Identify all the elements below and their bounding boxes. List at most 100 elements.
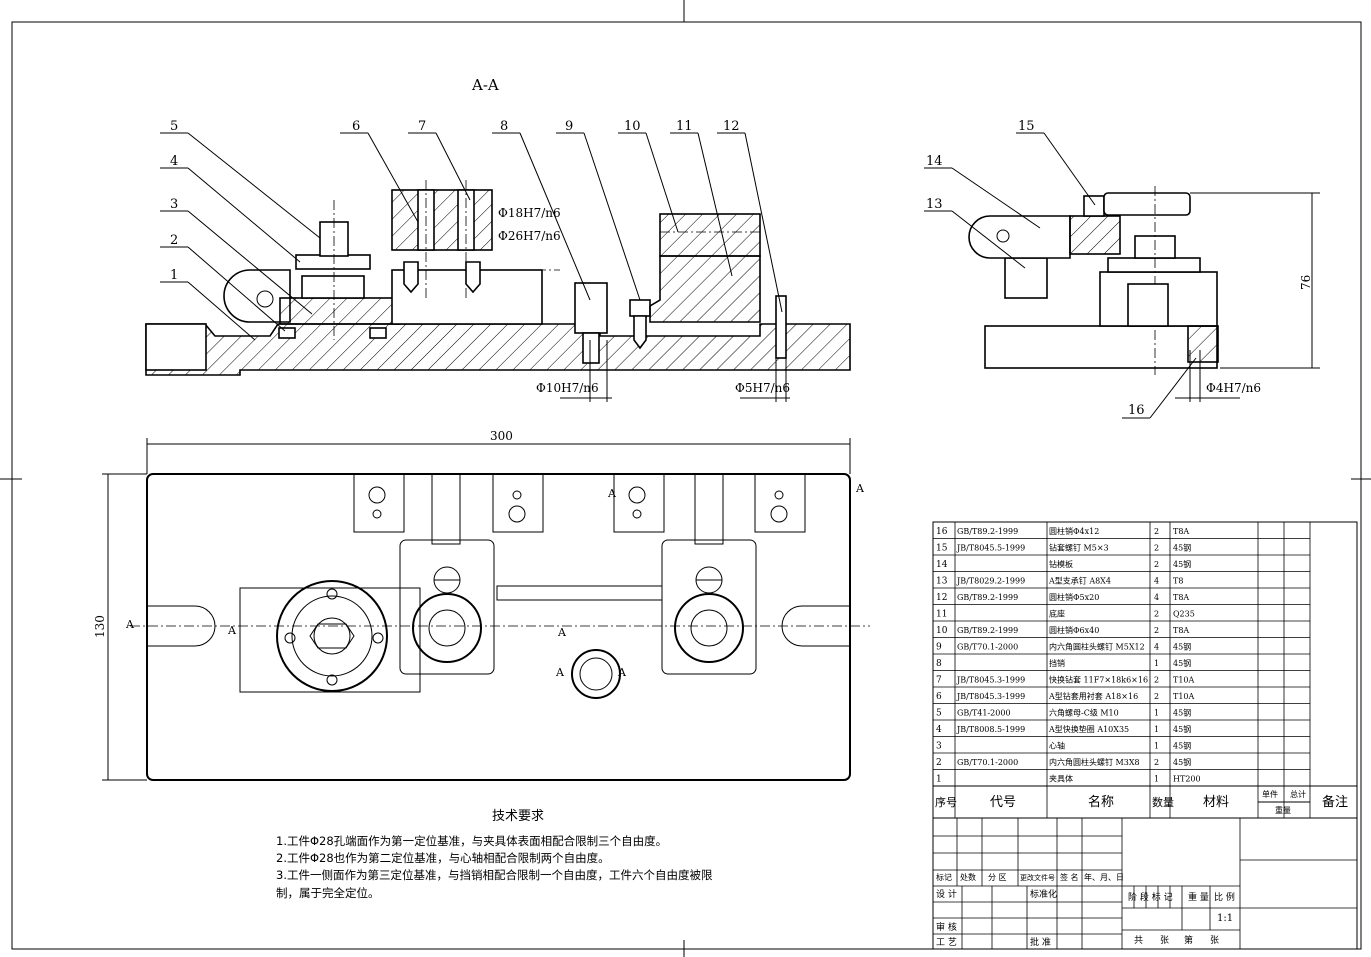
bom-cell-no: 15 (936, 544, 948, 554)
bom-cell-mat: T8A (1173, 593, 1189, 602)
bom-cell-qty: 4 (1154, 593, 1159, 602)
bom-cell-name: 内六角圆柱头螺钉 M5X12 (1049, 642, 1145, 652)
bom-cell-qty: 1 (1154, 725, 1159, 734)
tb-scale-val: 1:1 (1217, 913, 1233, 924)
bom-cell-no: 5 (936, 709, 942, 719)
tech-req-line-1: 1.工件Φ28孔端面作为第一定位基准，与夹具体表面相配合限制三个自由度。 (276, 834, 667, 848)
tb-design: 设 计 (936, 888, 957, 900)
bom-header-weight: 重量 (1275, 805, 1291, 815)
bom-cell-mat: T8A (1173, 626, 1189, 635)
bom-cell-qty: 2 (1154, 626, 1159, 635)
bom-header-remark: 备注 (1322, 794, 1348, 810)
tb-sheet-unit: 张 (1160, 935, 1169, 946)
bom-cell-name: A型支承钉 A8X4 (1048, 576, 1111, 586)
part-number-9: 9 (565, 119, 573, 134)
side-view: Φ4H7/n6 76 15 14 13 16 (924, 119, 1320, 419)
tech-requirements: 技术要求 1.工件Φ28孔端面作为第一定位基准，与夹具体表面相配合限制三个自由度… (276, 809, 713, 900)
bom-cell-code: GB/T70.1-2000 (957, 758, 1018, 767)
dim-76: 76 (1299, 275, 1313, 290)
bom-cell-mat: 45钢 (1173, 757, 1191, 767)
fit-26-label: Φ26H7/n6 (498, 229, 561, 243)
bom-cell-mat: 45钢 (1173, 559, 1191, 569)
bom-header-total: 总计 (1290, 789, 1306, 799)
part-number-4: 4 (170, 154, 178, 169)
section-mark-3: A (555, 666, 565, 679)
fit-5-label: Φ5H7/n6 (735, 381, 790, 395)
tb-date: 年、月、日 (1084, 872, 1124, 882)
bom-cell-qty: 2 (1154, 676, 1159, 685)
part-number-8: 8 (500, 119, 508, 134)
fit-10-label: Φ10H7/n6 (536, 381, 599, 395)
bom-cell-name: 六角螺母-C级 M10 (1049, 708, 1119, 718)
part-number-11: 11 (676, 119, 693, 134)
tb-doc: 更改文件号 (1020, 873, 1055, 882)
bom-cell-no: 14 (936, 560, 948, 570)
tech-req-line-4: 制，属于完全定位。 (276, 886, 380, 900)
fit-4-label: Φ4H7/n6 (1206, 381, 1261, 395)
bom-cell-name: 钻模板 (1049, 559, 1073, 569)
tech-req-line-3: 3.工件一侧面作为第三定位基准，与挡销相配合限制一个自由度，工件六个自由度被限 (276, 868, 713, 882)
bom-header-single: 单件 (1262, 789, 1278, 799)
bom-cell-code: JB/T8029.2-1999 (956, 577, 1025, 586)
tb-count: 处数 (960, 872, 976, 882)
top-view: 300 130 (93, 429, 870, 781)
bom-cell-no: 7 (936, 676, 942, 686)
bom-cell-qty: 1 (1154, 709, 1159, 718)
bom-cell-qty: 1 (1154, 659, 1159, 668)
bom-cell-mat: T8A (1173, 527, 1189, 536)
top-base-outline (146, 473, 851, 781)
part-number-12: 12 (723, 119, 740, 134)
bom-cell-mat: 45钢 (1173, 543, 1191, 553)
part-number-5: 5 (170, 119, 178, 134)
bom-cell-name: 钻套螺钉 M5×3 (1049, 543, 1109, 553)
dim-130: 130 (93, 615, 107, 638)
bom-cell-qty: 2 (1154, 758, 1159, 767)
bom-cell-no: 6 (936, 692, 942, 702)
bom-cell-no: 12 (936, 593, 947, 603)
bom-cell-name: 快换钻套 11F7×18k6×16 (1049, 675, 1148, 685)
bom-cell-code: GB/T89.2-1999 (957, 626, 1018, 635)
bom-cell-code: JB/T8045.3-1999 (956, 692, 1025, 701)
part-number-14: 14 (926, 154, 943, 169)
view-label: A-A (471, 76, 499, 94)
bom-cell-mat: 45钢 (1173, 658, 1191, 668)
tb-approve: 批 准 (1030, 936, 1051, 948)
bom-cell-qty: 2 (1154, 692, 1159, 701)
section-mark-5: A (607, 487, 617, 500)
bom-header-qty: 数量 (1152, 796, 1174, 809)
part-number-3: 3 (170, 197, 178, 212)
bom-cell-mat: Q235 (1173, 610, 1195, 619)
bom-header-mat: 材料 (1203, 795, 1229, 810)
part-number-7: 7 (418, 119, 426, 134)
bom-cell-mat: T8 (1173, 577, 1183, 586)
bom-cell-no: 11 (936, 610, 947, 620)
tech-req-title: 技术要求 (492, 809, 544, 824)
tb-std: 标准化 (1030, 888, 1057, 900)
bom-cell-code: GB/T41-2000 (957, 709, 1011, 718)
tb-sheets: 共 (1134, 935, 1143, 946)
bom-cell-no: 3 (936, 742, 942, 752)
bom-cell-mat: T10A (1173, 676, 1195, 685)
tech-req-line-2: 2.工件Φ28也作为第二定位基准，与心轴相配合限制两个自由度。 (276, 851, 610, 865)
tb-review: 审 核 (936, 921, 957, 933)
bom-cell-code: GB/T89.2-1999 (957, 527, 1018, 536)
bom-cell-name: 圆柱销Φ4x12 (1049, 526, 1099, 536)
bom-header-name: 名称 (1088, 794, 1114, 810)
tb-weight: 重 量 (1188, 891, 1209, 903)
bom-header-code: 代号 (990, 795, 1016, 810)
sheet-border (11, 21, 1362, 950)
bom-cell-qty: 4 (1154, 643, 1159, 652)
bom-cell-qty: 2 (1154, 544, 1159, 553)
tb-sheet-no: 第 (1184, 934, 1193, 946)
section-view: Φ10H7/n6 Φ5H7/n6 Φ18H7/n6 Φ26H7/n6 5 4 3… (145, 119, 851, 402)
bom-cell-no: 13 (936, 577, 948, 587)
bom-cell-code: GB/T70.1-2000 (957, 643, 1018, 652)
tb-zone: 分 区 (988, 873, 1007, 882)
part-number-10: 10 (624, 119, 641, 134)
tb-stage: 阶 段 标 记 (1128, 891, 1173, 903)
part-number-15: 15 (1018, 119, 1035, 134)
bom-cell-mat: HT200 (1173, 775, 1201, 784)
bom-cell-qty: 1 (1154, 775, 1159, 784)
bom-cell-no: 9 (936, 643, 942, 653)
